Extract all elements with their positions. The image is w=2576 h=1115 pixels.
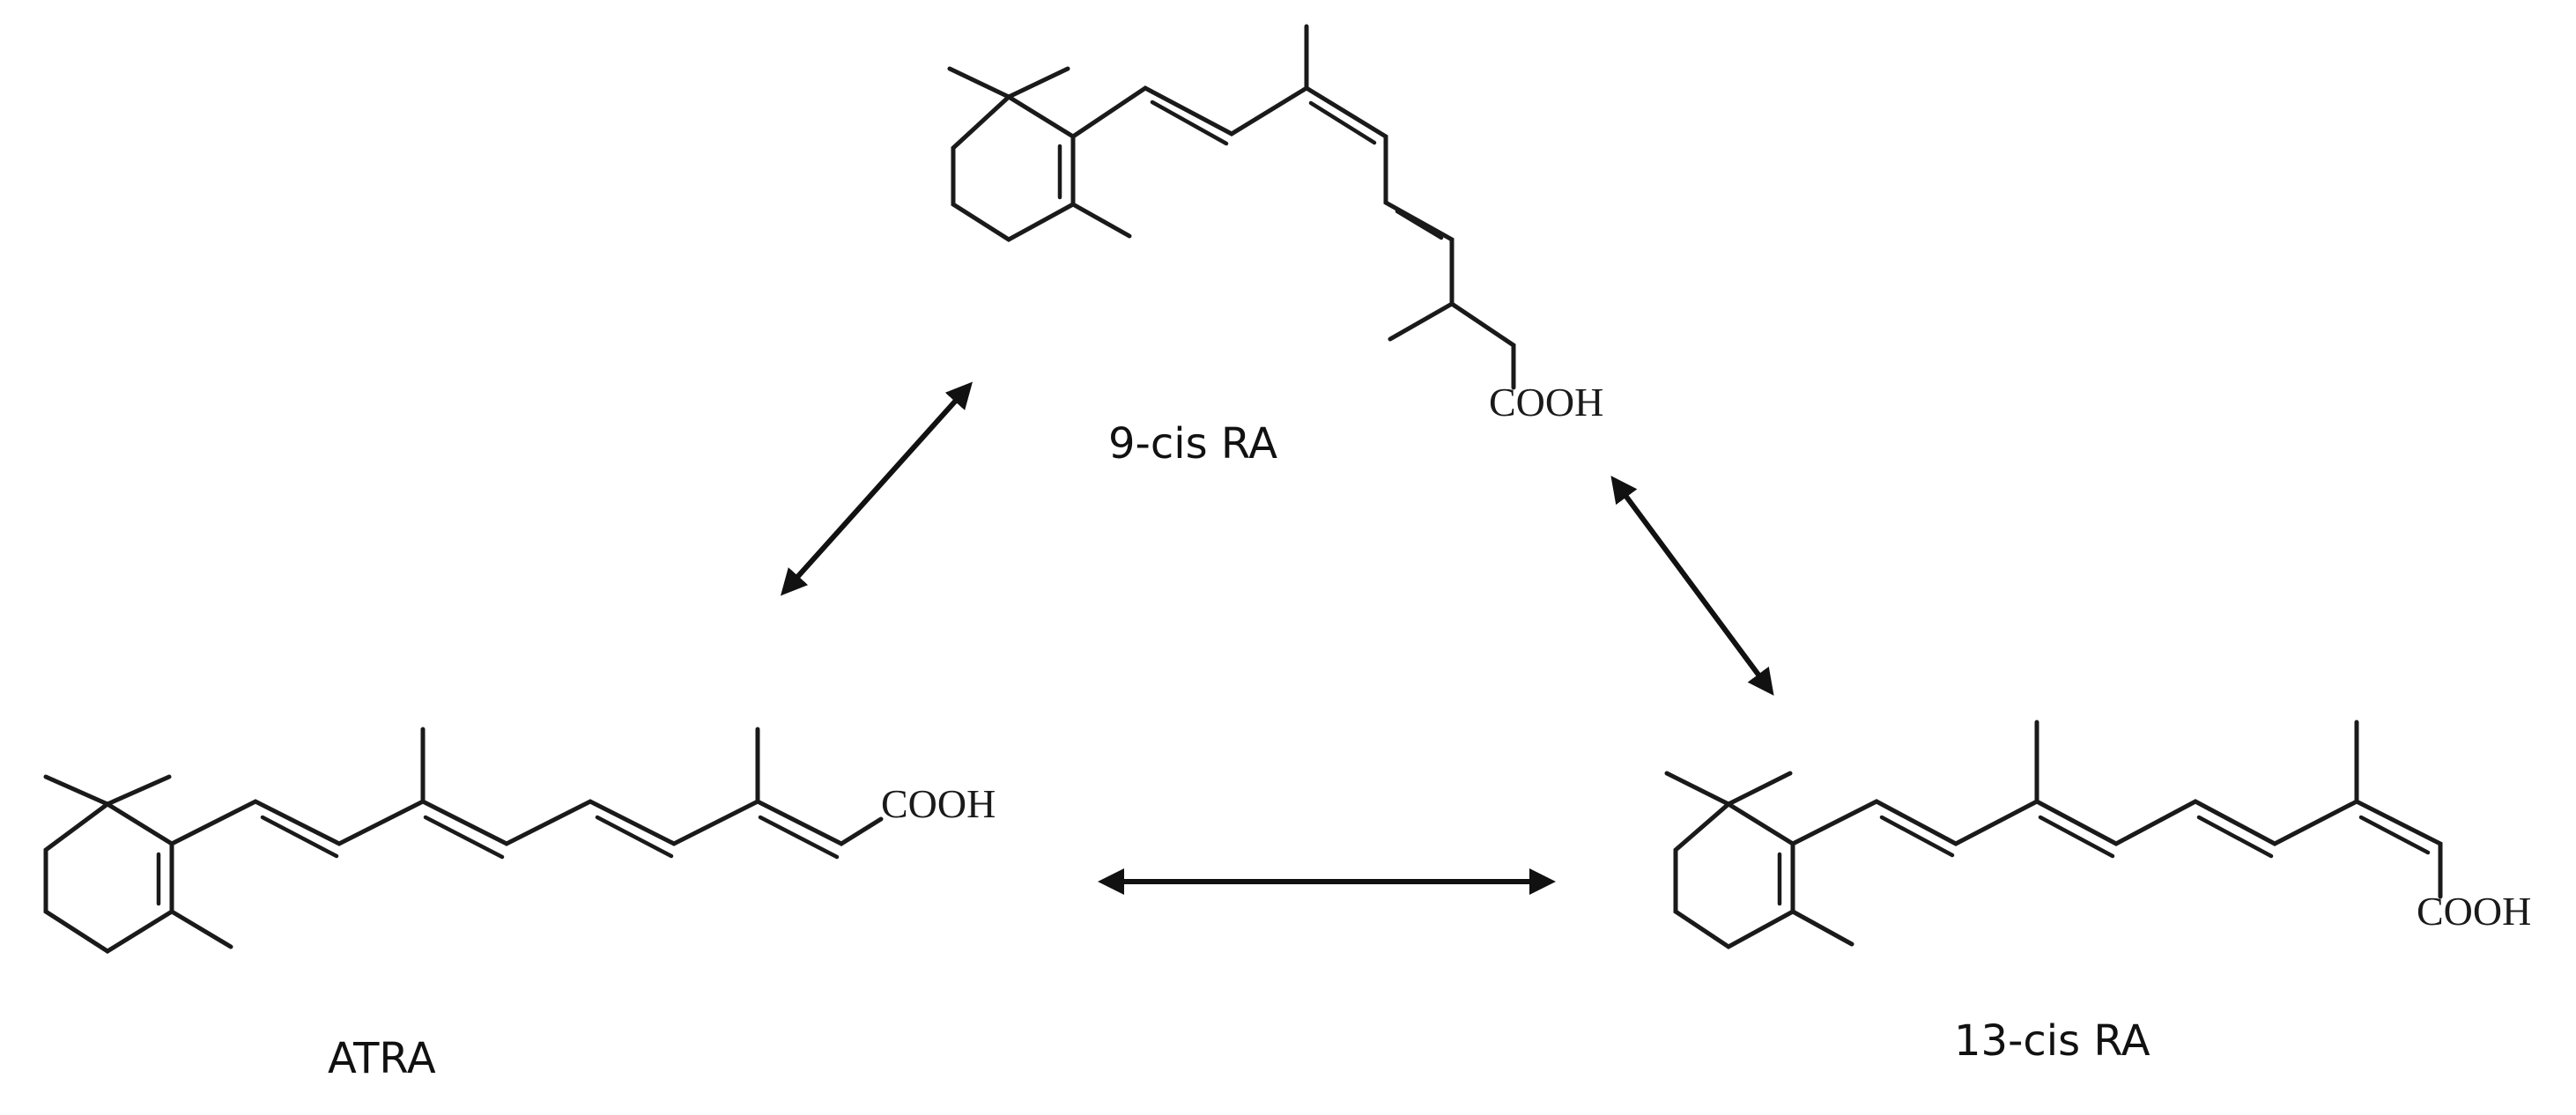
double-bond-9: [2038, 815, 2115, 859]
double-bond-11: [595, 815, 674, 859]
double-bond-11: [2196, 815, 2274, 859]
double-bond-9: [1308, 100, 1377, 145]
polyene-chain: [1070, 85, 1516, 390]
ring-bonds: [43, 801, 174, 954]
molecule-13-cis-ra: COOH 13-cis RA: [1664, 720, 2531, 1066]
double-bond-7: [1150, 100, 1229, 146]
double-bond-9: [423, 815, 505, 860]
gem-methyl-2: [105, 774, 172, 807]
ring-methyl: [1790, 909, 1854, 947]
double-bond-7: [260, 815, 339, 859]
gem-methyl-1: [43, 774, 110, 807]
methyl-c13: [1388, 301, 1455, 342]
equilibrium-arrow-9cis-atra: [780, 381, 973, 596]
ring-methyl: [1070, 202, 1132, 239]
carboxyl-group: COOH: [881, 781, 996, 826]
polyene-chain: [1790, 799, 2443, 899]
gem-methyl-1: [1664, 771, 1731, 807]
ring-bonds: [1673, 801, 1795, 949]
molecule-atra: COOH ATRA: [43, 727, 996, 1083]
polyene-chain: [169, 799, 884, 846]
carboxyl-group: COOH: [2417, 889, 2531, 934]
label-13-cis-ra: 13-cis RA: [1954, 1016, 2150, 1066]
equilibrium-arrow-9cis-13cis: [1610, 476, 1774, 696]
double-bond-11: [1395, 209, 1444, 240]
double-bond-13: [1460, 308, 1506, 341]
double-bond-7: [1879, 815, 1955, 858]
ring-bonds: [951, 93, 1076, 242]
molecule-9-cis-ra: COOH 9-cis RA: [947, 24, 1603, 469]
label-atra: ATRA: [328, 1034, 436, 1083]
gem-methyl-2: [1726, 771, 1793, 807]
carboxyl-group: COOH: [1489, 380, 1603, 425]
label-9-cis-ra: 9-cis RA: [1108, 419, 1277, 469]
double-bond-13: [2358, 815, 2431, 855]
double-bond-13: [758, 815, 840, 860]
ring-methyl: [169, 909, 233, 949]
gem-methyl-2: [1006, 66, 1070, 100]
gem-methyl-1: [947, 66, 1011, 100]
